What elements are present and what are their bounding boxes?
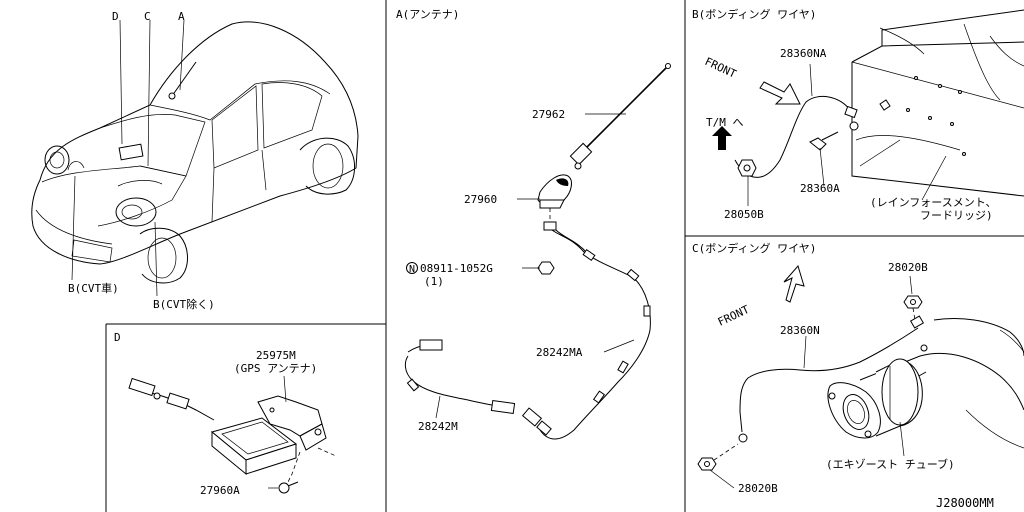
gps-antenna-illustration xyxy=(128,375,337,494)
reinforcement-label-1: (レインフォースメント、 xyxy=(870,196,997,209)
part-28360a: 28360A xyxy=(800,182,840,195)
part-28020b-top: 28020B xyxy=(888,261,928,274)
reinforcement-label-2: フードリッジ) xyxy=(920,209,993,222)
diagram-id: J28000MM xyxy=(936,496,994,510)
panel-b-title: B(ボンディング ワイヤ) xyxy=(692,7,816,21)
panel-d-title: D xyxy=(114,331,121,344)
part-28360na: 28360NA xyxy=(780,47,827,60)
part-27960: 27960 xyxy=(464,193,497,206)
label-b-cvt-with: B(CVT車) xyxy=(68,281,119,295)
panel-c-title: C(ボンディング ワイヤ) xyxy=(692,241,816,255)
panel-a-title: A(アンテナ) xyxy=(396,8,459,21)
part-27962: 27962 xyxy=(532,108,565,121)
part-28242ma: 28242MA xyxy=(536,346,583,359)
label-b-cvt-without: B(CVT除く) xyxy=(153,297,215,311)
part-28242m: 28242M xyxy=(418,420,458,433)
part-nut-code: N xyxy=(409,264,415,275)
roof-antenna-illustration xyxy=(404,63,671,440)
part-nut-qty: (1) xyxy=(424,275,444,288)
part-28360n: 28360N xyxy=(780,324,820,337)
bonding-wire-c-illustration xyxy=(697,264,1024,489)
part-27960a: 27960A xyxy=(200,484,240,497)
part-28050b: 28050B xyxy=(724,208,764,221)
part-08911-1052g: 08911-1052G xyxy=(420,262,493,275)
car-overview-illustration xyxy=(31,19,359,297)
exhaust-tube-label: (エキゾースト チューブ) xyxy=(826,457,955,471)
front-label-b: FRONT xyxy=(703,55,739,81)
callout-a: A xyxy=(178,10,185,23)
callout-d: D xyxy=(112,10,119,23)
callout-c: C xyxy=(144,10,151,23)
part-28020b-bottom: 28020B xyxy=(738,482,778,495)
n-mark-icon xyxy=(406,262,418,274)
panel-borders xyxy=(105,0,1024,512)
part-25975m: 25975M xyxy=(256,349,296,362)
tm-label: T/M へ xyxy=(706,116,744,129)
front-label-c: FRONT xyxy=(716,303,752,329)
bonding-wire-b-illustration xyxy=(712,9,1024,206)
part-gps-antenna-desc: (GPS アンテナ) xyxy=(234,362,317,375)
